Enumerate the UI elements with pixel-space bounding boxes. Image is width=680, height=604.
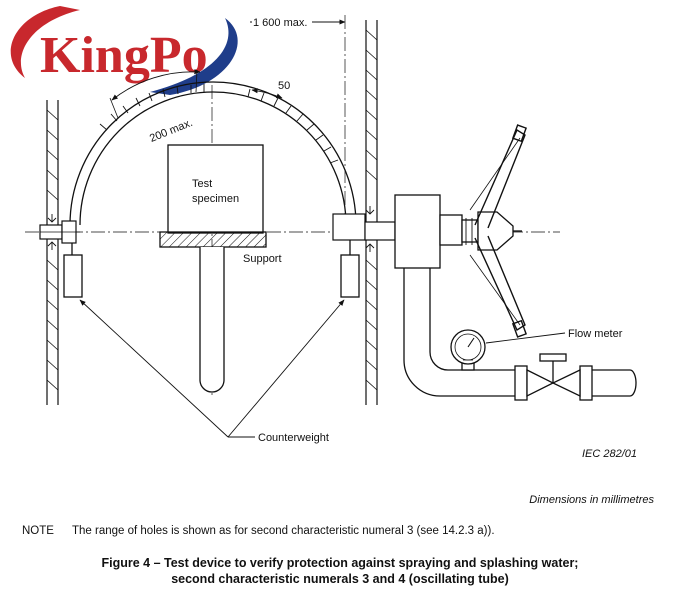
iec-reference: IEC 282/01	[582, 448, 637, 460]
right-pivot	[332, 206, 396, 252]
left-wall	[46, 100, 59, 405]
logo-swoosh-blue	[150, 18, 238, 95]
dimension-50-label: 50	[278, 80, 290, 92]
handwheel[interactable]	[469, 124, 527, 338]
counterweight-label: Counterweight	[258, 432, 329, 444]
note-tag: NOTE	[22, 525, 54, 537]
logo-swoosh-red	[10, 6, 80, 78]
dimension-1600: 1 600 max.	[250, 14, 346, 29]
dimensions-note: Dimensions in millimetres	[529, 494, 654, 506]
oscillating-tube	[69, 81, 357, 226]
support-label: Support	[243, 253, 282, 265]
dimension-200-label: 200 max.	[148, 117, 194, 145]
water-pipe	[403, 268, 637, 397]
right-wall	[365, 20, 378, 405]
note-text: The range of holes is shown as for secon…	[72, 525, 495, 537]
test-specimen	[167, 144, 264, 234]
right-counterweight	[340, 240, 360, 298]
valve[interactable]	[514, 353, 593, 401]
support-column	[199, 247, 225, 393]
counterweight-leaders	[79, 299, 345, 438]
caption-line-1: Figure 4 – Test device to verify protect…	[101, 556, 579, 570]
flow-meter-leader	[485, 332, 566, 344]
note: NOTE The range of holes is shown as for s…	[22, 525, 495, 537]
pressure-gauge	[450, 329, 486, 371]
dimension-1600-label: 1 600 max.	[253, 17, 307, 29]
flow-meter-label: Flow meter	[568, 328, 623, 340]
test-specimen-label-1: Test	[192, 178, 212, 190]
test-specimen-label-2: specimen	[192, 193, 239, 205]
logo-text: KingPo	[40, 27, 208, 84]
support-plate	[159, 231, 267, 248]
drive-assembly	[394, 194, 522, 269]
dimension-50: 50	[251, 80, 290, 99]
left-pivot	[39, 214, 80, 250]
caption-line-2: second characteristic numerals 3 and 4 (…	[171, 572, 509, 586]
left-counterweight	[63, 243, 83, 298]
